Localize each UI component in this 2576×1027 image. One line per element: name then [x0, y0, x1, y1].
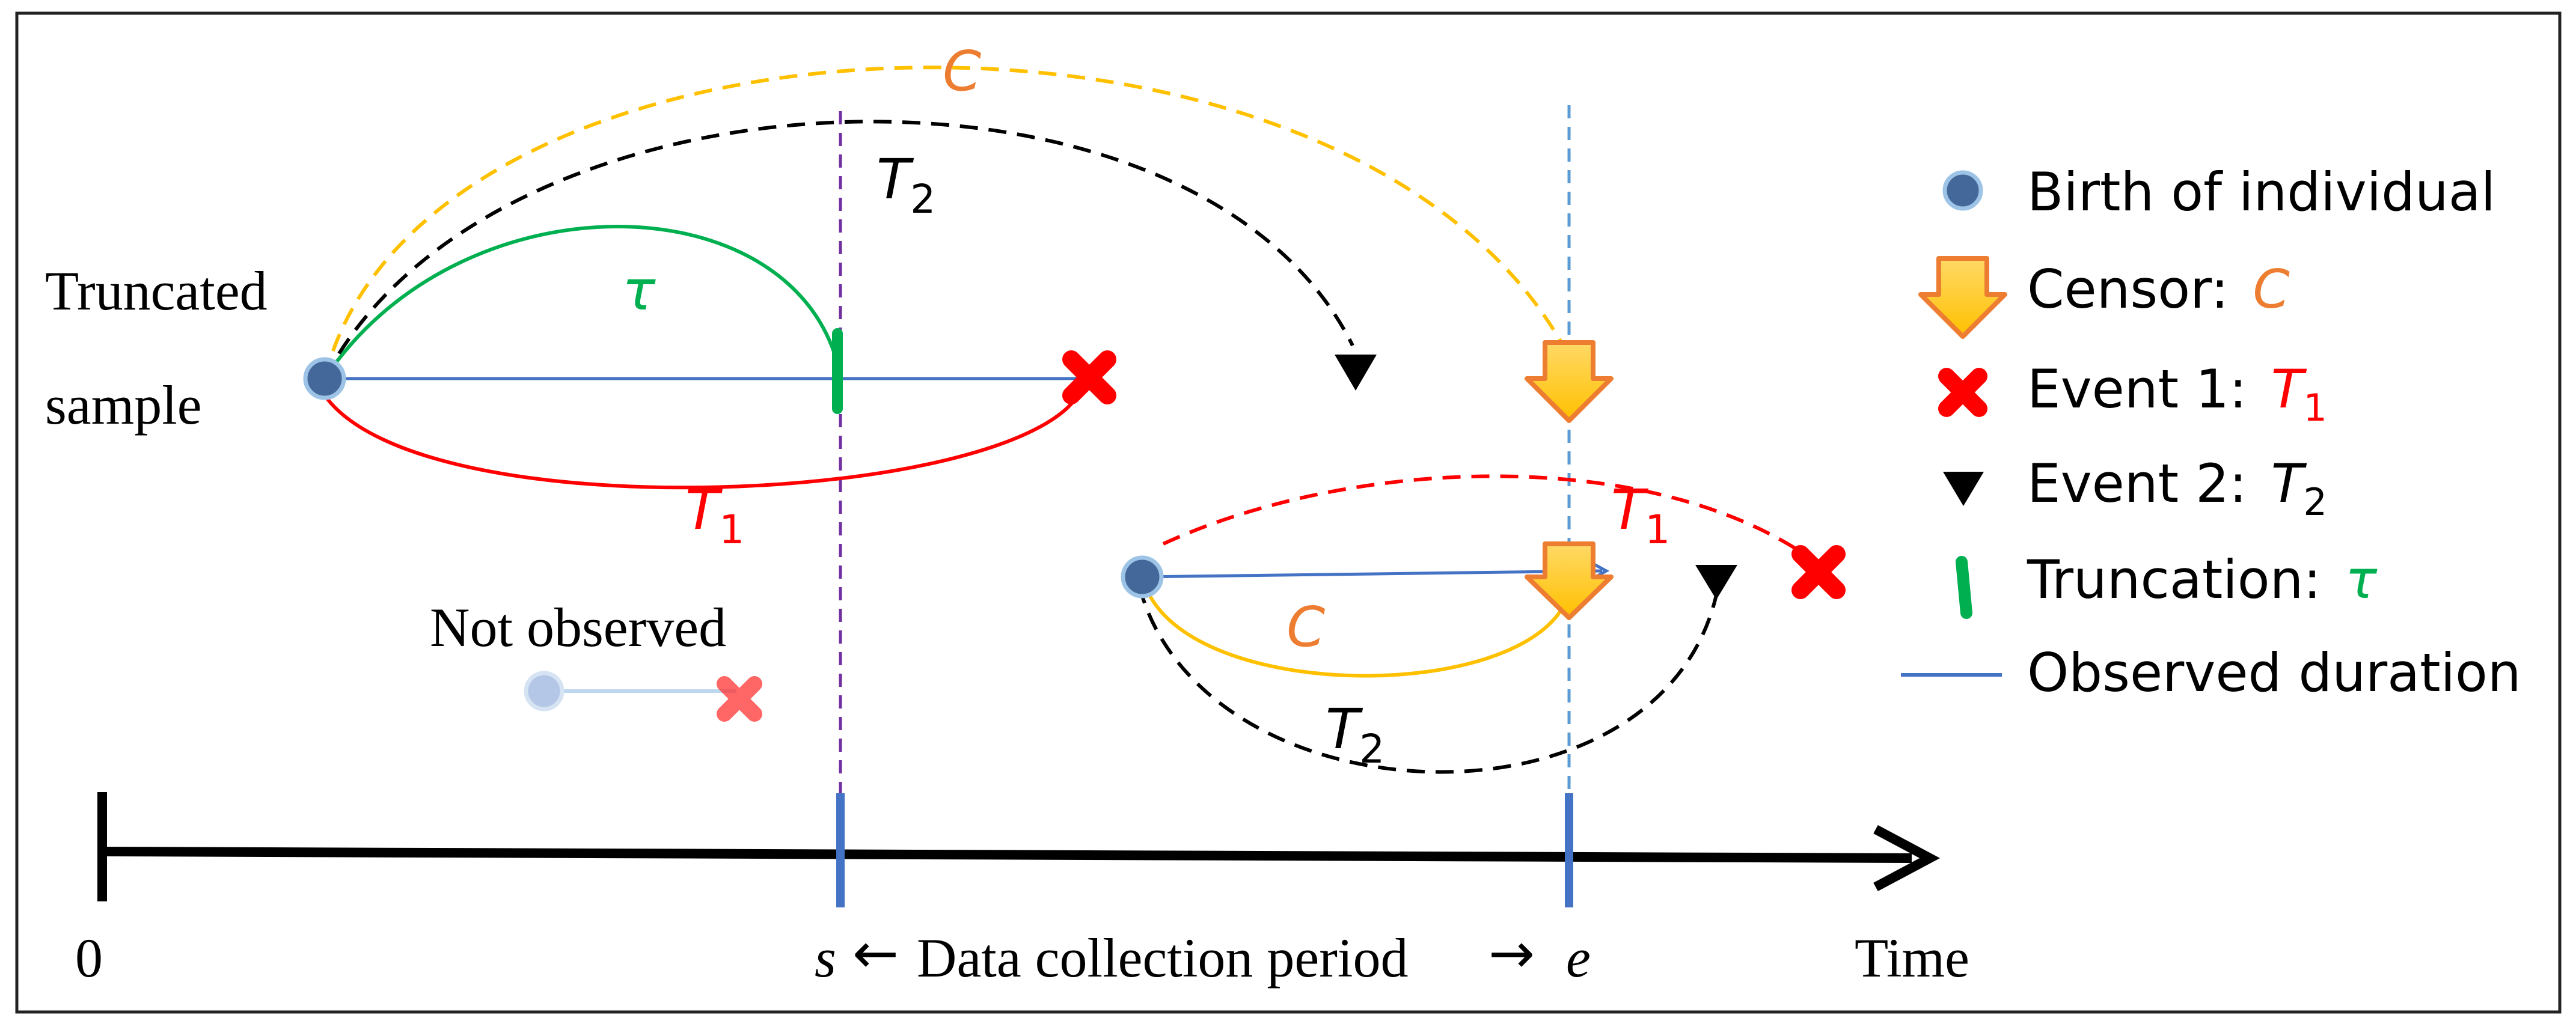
time-axis-line [102, 847, 1912, 863]
legend-censor-icon [1918, 256, 2007, 339]
legend-event1-icon [1938, 368, 1987, 417]
axis-origin-label: 0 [75, 927, 103, 989]
legend-truncation-label: Truncation:τ [2027, 549, 2378, 611]
birth-marker-1 [303, 357, 346, 400]
truncated-label-line2: sample [45, 374, 202, 436]
event2-arc-top [323, 120, 1354, 380]
censor-marker-1 [1525, 340, 1614, 423]
not-observed-event1-marker [717, 676, 762, 722]
diagram-frame [15, 11, 2562, 1014]
legend-birth-icon [1942, 170, 1983, 211]
not-observed-birth-marker [524, 671, 564, 712]
axis-start-label: s [815, 927, 836, 989]
period-right-arrow: → [1488, 921, 1535, 986]
legend-birth-label: Birth of individual [2027, 161, 2495, 223]
legend-truncation-icon [1956, 556, 1972, 619]
censor-label-second: C [1286, 595, 1325, 659]
event1-label-bottom: T1 [685, 478, 744, 553]
event2-label-second: T2 [1326, 697, 1384, 772]
time-axis-arrowhead [1873, 824, 1940, 892]
censor-label-top: C [943, 39, 981, 103]
truncated-label-line1: Truncated [45, 260, 268, 322]
legend-censor-label: Censor:C [2027, 258, 2290, 320]
event2-marker-1 [1335, 355, 1377, 391]
event1-arc-second [1162, 474, 1817, 564]
censor-arc-second [1143, 585, 1568, 678]
axis-time-label: Time [1855, 927, 1969, 989]
event2-marker-2 [1695, 565, 1737, 600]
event1-marker-2 [1791, 545, 1846, 599]
event1-label-second: T1 [1611, 478, 1670, 553]
legend: Birth of individual Censor:C Event 1:T1 … [1901, 161, 2521, 704]
data-collection-period-label: Data collection period [917, 927, 1408, 989]
censor-arc-top [323, 66, 1565, 379]
not-observed-label: Not observed [430, 597, 726, 658]
event2-label-top: T2 [877, 147, 935, 222]
observed-duration-line-2 [1142, 569, 1603, 579]
axis-end-label: e [1566, 927, 1591, 989]
event1-marker-1 [1062, 350, 1116, 404]
legend-event2-label: Event 2:T2 [2027, 453, 2327, 524]
legend-event2-icon [1943, 472, 1984, 506]
birth-marker-2 [1121, 555, 1164, 599]
legend-event1-label: Event 1:T1 [2027, 358, 2327, 430]
period-left-arrow: ← [852, 921, 899, 986]
event1-arc-bottom [320, 386, 1084, 490]
truncation-arc [323, 225, 836, 380]
tau-label: τ [622, 258, 656, 323]
legend-observed-label: Observed duration [2027, 642, 2521, 704]
event2-arc-second [1137, 585, 1718, 774]
censor-marker-2 [1525, 541, 1614, 620]
